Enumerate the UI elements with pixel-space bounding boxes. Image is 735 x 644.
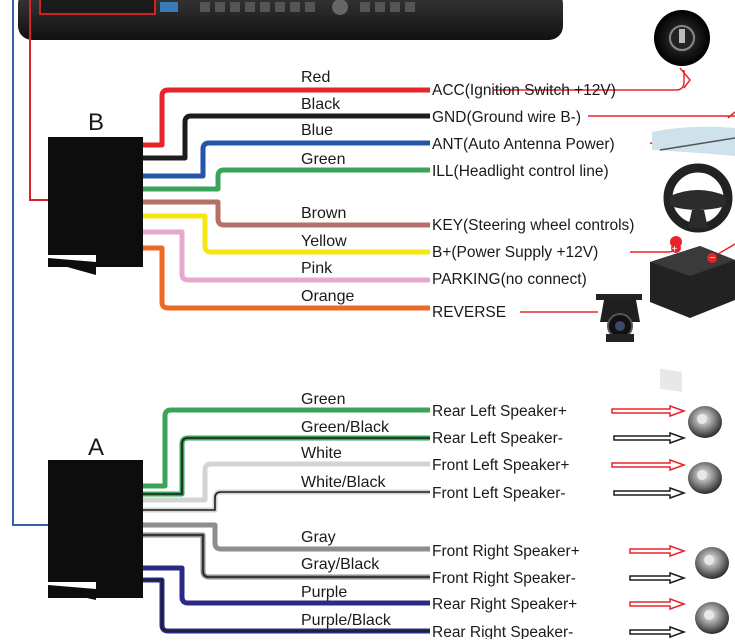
speaker-function-label: Front Right Speaker+	[432, 543, 580, 560]
speaker-arrow-negative	[629, 625, 687, 639]
speaker-function-label: Rear Left Speaker+	[432, 403, 567, 420]
wire-b-black	[143, 113, 430, 161]
wire-color-label: Green	[301, 391, 345, 408]
wire-color-label: Black	[301, 96, 341, 113]
speaker-icon-rear-right	[695, 602, 729, 634]
speaker-arrow-positive	[629, 544, 687, 558]
wire-function-label: REVERSE	[432, 304, 506, 321]
speaker-arrow-positive	[611, 458, 687, 472]
red-link-line	[29, 0, 48, 201]
connector-b: B	[48, 109, 143, 275]
wire-a-stripe-gray-black	[143, 534, 430, 578]
connector-a-wires	[143, 404, 687, 639]
speaker-icon-front-right	[695, 547, 729, 579]
head-unit-indicator	[160, 2, 178, 12]
wire-function-label: GND(Ground wire B-)	[432, 109, 581, 126]
wire-a-gray-black	[143, 532, 430, 580]
wire-function-label: B+(Power Supply +12V)	[432, 244, 598, 261]
wire-a-stripe-white-black	[143, 491, 430, 511]
wire-color-label: Gray/Black	[301, 556, 380, 573]
wire-color-label: White	[301, 445, 342, 462]
speaker-arrow-positive	[611, 404, 687, 418]
speaker-function-label: Rear Left Speaker-	[432, 430, 563, 447]
steering-wheel-icon	[663, 163, 733, 233]
wire-function-label: KEY(Steering wheel controls)	[432, 217, 634, 234]
wire-a-green	[143, 407, 430, 489]
wire-color-label: Green/Black	[301, 419, 390, 436]
svg-text:+: +	[672, 244, 678, 255]
speaker-function-label: Front Left Speaker-	[432, 485, 566, 502]
wire-b-brown	[143, 199, 430, 228]
speaker-arrow-negative	[613, 431, 687, 445]
wire-a-stripe-green-black	[143, 437, 430, 495]
wire-a-stripe-purple-black	[143, 579, 430, 632]
wire-color-label: Blue	[301, 122, 333, 139]
connector-a-letter: A	[88, 434, 104, 461]
speaker-function-label: Rear Right Speaker-	[432, 624, 573, 639]
car-antenna-icon	[652, 111, 735, 156]
wire-a-gray	[143, 522, 430, 552]
wire-color-label: Orange	[301, 288, 354, 305]
wire-color-label: Purple/Black	[301, 612, 392, 629]
leader-bplus	[630, 240, 677, 253]
speaker-icon-rear-left	[688, 406, 722, 438]
connector-a-body	[48, 460, 143, 598]
wire-color-label: Red	[301, 69, 330, 86]
connector-b-body	[48, 137, 143, 267]
wire-b-pink	[143, 229, 430, 283]
speaker-function-label: Front Right Speaker-	[432, 570, 576, 587]
head-unit-buttons	[200, 0, 415, 15]
speaker-function-label: Front Left Speaker+	[432, 457, 569, 474]
wire-b-blue	[143, 140, 430, 179]
wire-function-label: ACC(Ignition Switch +12V)	[432, 82, 616, 99]
wire-color-label: Brown	[301, 205, 346, 222]
blue-link-line	[12, 0, 48, 526]
wire-b-green	[143, 167, 430, 192]
wire-b-yellow	[143, 213, 430, 255]
ignition-key-icon	[654, 10, 710, 89]
wire-function-label: ILL(Headlight control line)	[432, 163, 609, 180]
car-battery-icon: + −	[650, 243, 735, 392]
speaker-arrow-positive	[629, 597, 687, 611]
wire-function-label: ANT(Auto Antenna Power)	[432, 136, 615, 153]
wire-color-label: Green	[301, 151, 345, 168]
connector-a: A	[48, 434, 143, 600]
head-unit-display	[39, 0, 156, 15]
wire-color-label: Purple	[301, 584, 347, 601]
speaker-arrow-negative	[629, 571, 687, 585]
reverse-camera-icon	[596, 294, 642, 342]
wire-function-label: PARKING(no connect)	[432, 271, 587, 288]
speaker-arrow-negative	[613, 486, 687, 500]
connector-b-wires	[143, 70, 735, 313]
connector-b-letter: B	[88, 109, 104, 136]
speaker-icon-front-left	[688, 462, 722, 494]
wire-color-label: Gray	[301, 529, 336, 546]
wire-b-red	[143, 87, 430, 148]
wire-color-label: Yellow	[301, 233, 347, 250]
head-unit	[18, 0, 563, 40]
wire-a-white	[143, 461, 430, 503]
speaker-function-label: Rear Right Speaker+	[432, 596, 577, 613]
svg-text:−: −	[710, 253, 716, 264]
wire-a-purple	[143, 565, 430, 606]
leader-acc	[494, 70, 685, 91]
wire-color-label: White/Black	[301, 474, 386, 491]
wire-b-orange	[143, 245, 430, 311]
wire-color-label: Pink	[301, 260, 333, 277]
